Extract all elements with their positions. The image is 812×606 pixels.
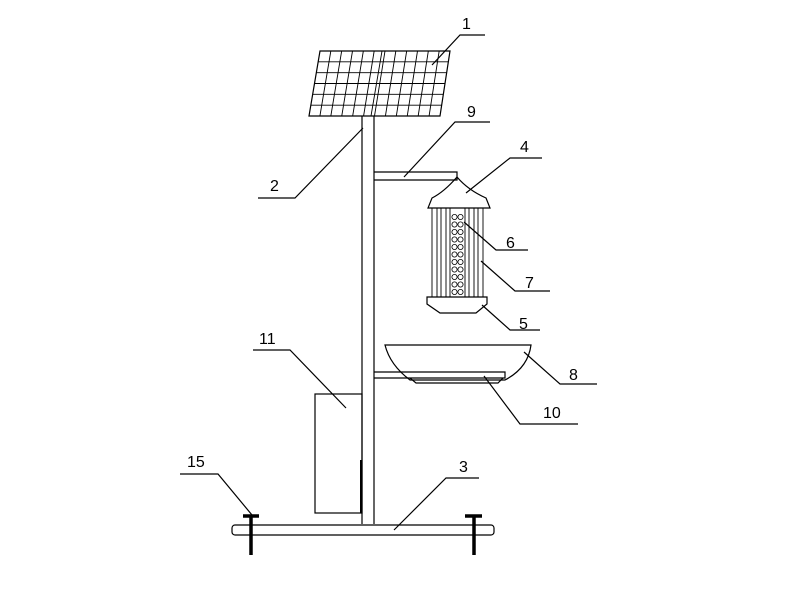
label-lower-arm: 10 (543, 405, 561, 422)
light-tube-dot (451, 281, 458, 288)
lamp-top-cap (427, 176, 491, 209)
label-ground-stake: 15 (187, 454, 205, 471)
light-tube-dot (457, 221, 464, 228)
light-tube-dot (457, 281, 464, 288)
light-tube-dot (451, 221, 458, 228)
light-tube-dot (457, 228, 464, 235)
light-tube-dot (451, 243, 458, 250)
label-upper-arm: 9 (467, 104, 476, 121)
solar-panel (308, 50, 451, 117)
ground-stake-right (465, 514, 482, 555)
light-tube-dot (457, 243, 464, 250)
label-lamp-bottom-cap: 5 (519, 316, 528, 333)
light-tube-dot (457, 258, 464, 265)
light-tube-dot (451, 273, 458, 280)
light-tube-dot (451, 288, 458, 295)
label-grid-bars: 7 (525, 275, 534, 292)
light-tube-dot (451, 258, 458, 265)
label-light-tube: 6 (506, 235, 515, 252)
light-tube-dot (457, 236, 464, 243)
label-lamp-top-cap: 4 (520, 139, 529, 156)
light-tube-dot (457, 251, 464, 258)
label-base: 3 (459, 459, 468, 476)
lamp-body (431, 208, 484, 297)
label-collection-tray: 8 (569, 367, 578, 384)
label-solar-panel: 1 (462, 16, 471, 33)
pole (361, 116, 375, 524)
label-pole: 2 (270, 178, 279, 195)
light-tube-dot (451, 251, 458, 258)
light-tube-dot (451, 236, 458, 243)
leader-lines (180, 34, 597, 531)
light-tube-dot (451, 266, 458, 273)
light-tube-dot (457, 273, 464, 280)
light-tube-dot (457, 266, 464, 273)
lamp-bottom-cap (426, 296, 488, 314)
ground-stake-left (243, 514, 259, 555)
light-tube-dot (451, 213, 458, 220)
lower-arm (374, 371, 506, 384)
lamp (426, 176, 491, 314)
control-box (314, 393, 363, 514)
base (231, 524, 495, 536)
light-tube-dot (451, 228, 458, 235)
light-tube-dot (457, 213, 464, 220)
label-control-box: 11 (259, 331, 276, 348)
upper-arm (374, 171, 458, 181)
light-tube-dot (457, 288, 464, 295)
collection-tray (384, 344, 532, 381)
